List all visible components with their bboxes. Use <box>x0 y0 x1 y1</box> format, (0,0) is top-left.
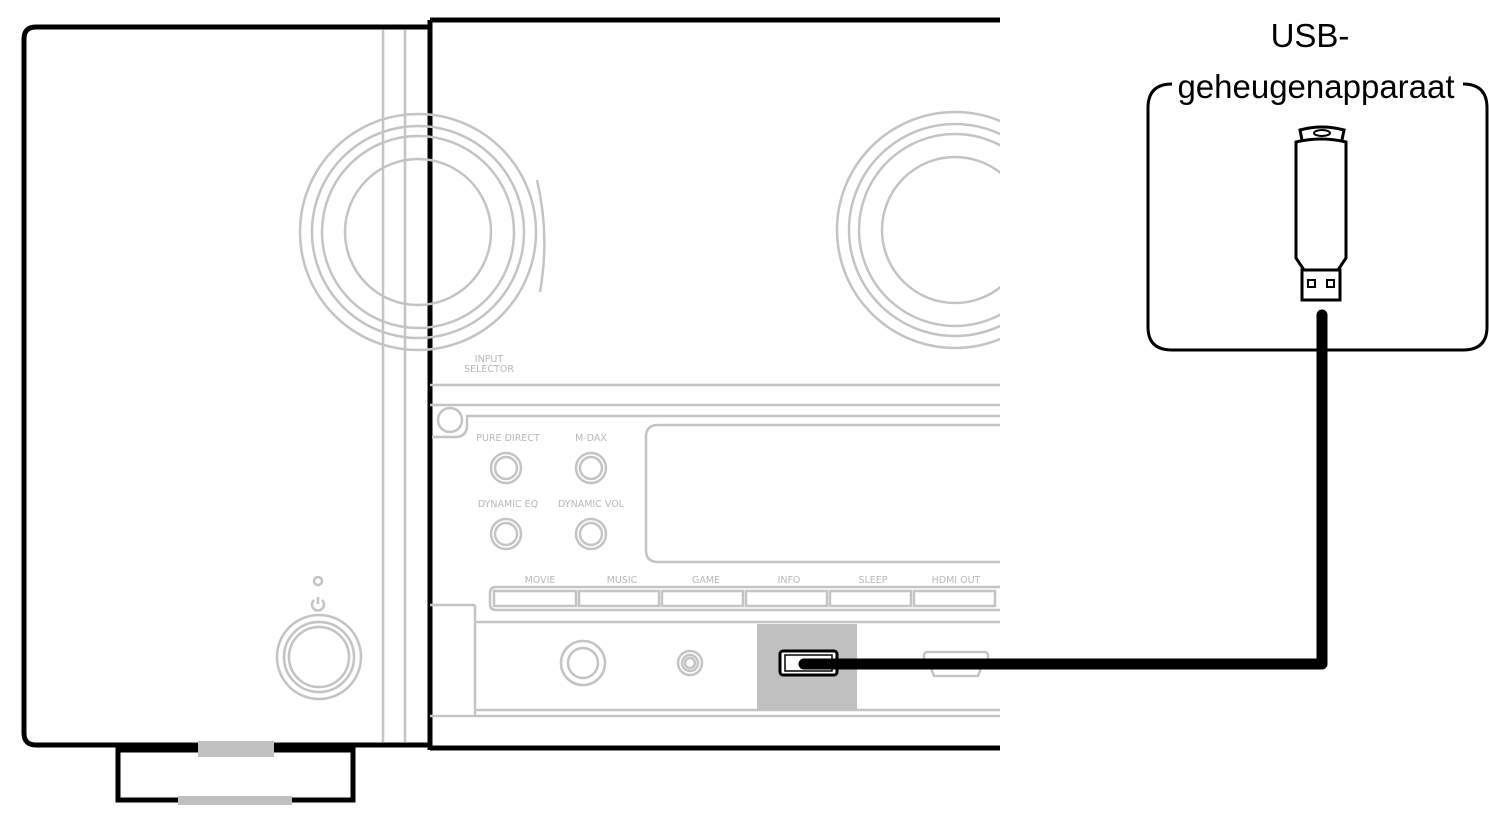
front-stand <box>115 747 356 803</box>
input-selector-label-2: SELECTOR <box>464 364 514 375</box>
stand-highlight <box>198 741 274 757</box>
label-info: INFO <box>778 575 801 586</box>
movie-button[interactable] <box>492 589 578 608</box>
panel-divider <box>432 414 1000 439</box>
input-selector-knob[interactable] <box>298 112 538 352</box>
stand-highlight <box>178 796 292 805</box>
mic-jack <box>676 649 704 677</box>
power-icon <box>310 597 326 612</box>
label-movie: MOVIE <box>525 575 556 586</box>
button-bar-frame <box>488 585 1000 612</box>
label-dynamic-eq: DYNAMIC EQ <box>478 499 538 510</box>
label-hdmi-out: HDMI OUT <box>932 575 981 586</box>
label-m-dax: M-DAX <box>575 433 607 444</box>
left-panel-outline <box>21 24 430 748</box>
power-button[interactable] <box>275 613 363 701</box>
label-music: MUSIC <box>607 575 638 586</box>
label-game: GAME <box>692 575 720 586</box>
info-button[interactable] <box>744 589 829 608</box>
callout-title-line1: USB- <box>1271 17 1350 54</box>
dynamic-vol-button[interactable] <box>574 517 608 551</box>
usb-cable <box>798 309 1328 670</box>
pure-direct-button[interactable] <box>489 451 523 485</box>
label-dynamic-vol: DYNAMIC VOL <box>558 499 625 510</box>
game-button[interactable] <box>660 589 745 608</box>
display-window <box>644 423 1000 564</box>
music-button[interactable] <box>577 589 661 608</box>
sleep-button[interactable] <box>828 589 913 608</box>
input-selector-label-1: INPUT <box>475 354 504 365</box>
label-pure-direct: PURE DIRECT <box>476 433 540 444</box>
label-sleep: SLEEP <box>858 575 887 586</box>
knob-scale-arc <box>535 179 546 293</box>
usb-stick-icon <box>1294 125 1348 302</box>
headphone-jack <box>559 639 607 687</box>
callout-box <box>1146 82 1489 352</box>
m-dax-button[interactable] <box>574 451 608 485</box>
hdmi-out-button[interactable] <box>912 589 997 608</box>
callout-title-line2: geheugenapparaat <box>1177 68 1454 105</box>
receiver-front-panel: INPUT SELECTOR PURE DIRECT M-DAX DYNAMIC… <box>21 17 1073 805</box>
power-led <box>312 575 324 587</box>
sensor-circle <box>436 406 464 434</box>
volume-knob[interactable] <box>835 110 1073 350</box>
dynamic-eq-button[interactable] <box>489 517 523 551</box>
